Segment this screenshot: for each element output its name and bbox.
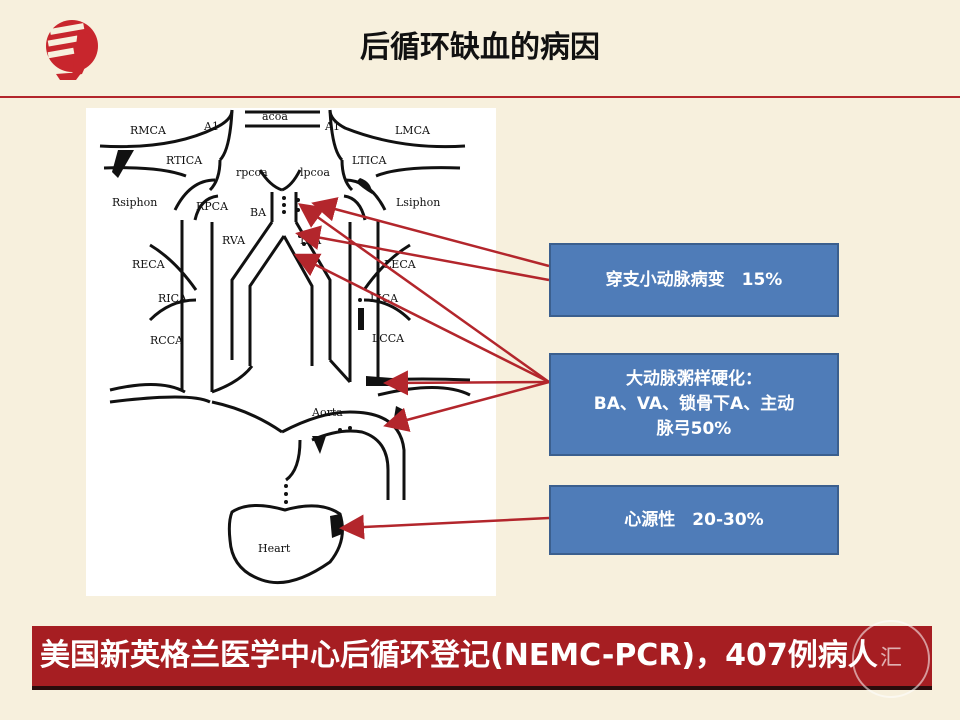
vascular-diagram-panel bbox=[86, 108, 496, 596]
cardiogenic-text: 心源性 20-30% bbox=[624, 509, 764, 530]
page-title: 后循环缺血的病因 bbox=[360, 30, 600, 65]
logo-icon bbox=[46, 20, 98, 80]
watermark-stamp: 汇 bbox=[852, 620, 930, 698]
atherosclerosis-box: 大动脉粥样硬化： BA、VA、锁骨下A、主动 脉弓50% bbox=[549, 353, 839, 456]
small-artery-disease-box: 穿支小动脉病变 15% bbox=[549, 243, 839, 317]
footer-caption: 美国新英格兰医学中心后循环登记(NEMC-PCR)，407例病人 bbox=[40, 638, 878, 673]
atherosclerosis-line2: BA、VA、锁骨下A、主动 bbox=[593, 394, 795, 414]
title-divider bbox=[0, 96, 960, 98]
footer-banner bbox=[32, 626, 932, 686]
cardiogenic-box: 心源性 20-30% bbox=[549, 485, 839, 555]
atherosclerosis-line3: 脉弓50% bbox=[656, 419, 732, 439]
small-artery-disease-text: 穿支小动脉病变 15% bbox=[605, 269, 783, 290]
atherosclerosis-line1: 大动脉粥样硬化： bbox=[626, 369, 762, 389]
